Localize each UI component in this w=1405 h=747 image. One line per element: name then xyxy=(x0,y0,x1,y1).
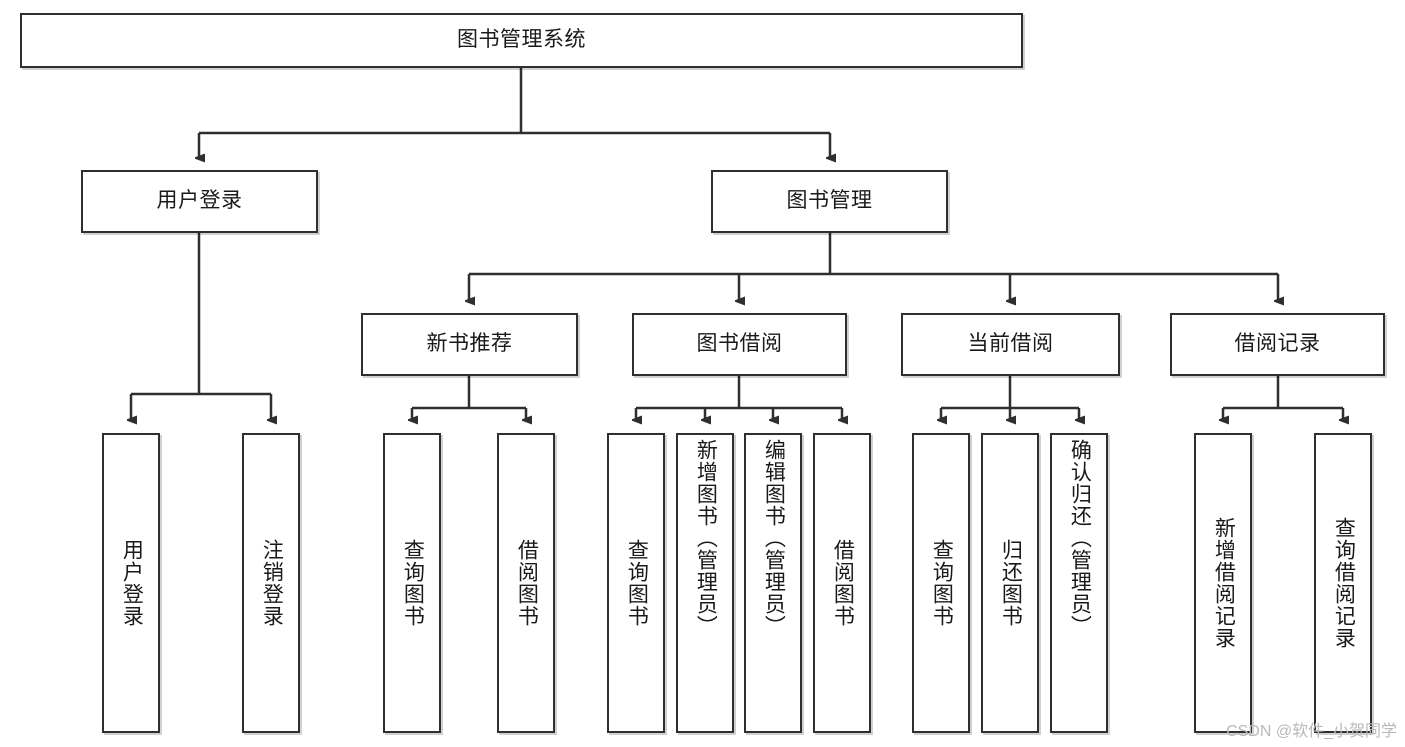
leaf-logout[interactable]: 注销登录 xyxy=(242,433,300,733)
node-label: 图书管理 xyxy=(786,189,873,213)
node-root-book-management-system[interactable]: 图书管理系统 xyxy=(20,13,1023,68)
node-label: 新增图书（管理员） xyxy=(694,439,718,637)
node-user-login[interactable]: 用户登录 xyxy=(81,170,318,233)
node-new-book-recommendation[interactable]: 新书推荐 xyxy=(361,313,578,376)
node-label: 查询图书 xyxy=(401,539,425,627)
node-book-management[interactable]: 图书管理 xyxy=(711,170,948,233)
node-label: 图书管理系统 xyxy=(457,28,586,52)
node-label: 查询图书 xyxy=(930,539,954,627)
leaf-query-book-current[interactable]: 查询图书 xyxy=(912,433,970,733)
leaf-edit-book-admin[interactable]: 编辑图书（管理员） xyxy=(744,433,802,733)
node-label: 当前借阅 xyxy=(967,332,1054,356)
leaf-query-borrow-record[interactable]: 查询借阅记录 xyxy=(1314,433,1372,733)
leaf-query-book-borrowing[interactable]: 查询图书 xyxy=(607,433,665,733)
node-label: 借阅图书 xyxy=(515,539,539,627)
node-borrowing-record[interactable]: 借阅记录 xyxy=(1170,313,1385,376)
leaf-add-book-admin[interactable]: 新增图书（管理员） xyxy=(676,433,734,733)
node-label: 借阅图书 xyxy=(831,539,855,627)
node-label: 编辑图书（管理员） xyxy=(762,439,786,637)
node-label: 用户登录 xyxy=(120,539,144,627)
node-label: 查询借阅记录 xyxy=(1332,517,1356,649)
leaf-borrow-book-new-rec[interactable]: 借阅图书 xyxy=(497,433,555,733)
node-current-borrowing[interactable]: 当前借阅 xyxy=(901,313,1120,376)
leaf-return-book[interactable]: 归还图书 xyxy=(981,433,1039,733)
node-label: 归还图书 xyxy=(999,539,1023,627)
node-label: 确认归还（管理员） xyxy=(1068,439,1092,637)
node-book-borrowing[interactable]: 图书借阅 xyxy=(632,313,847,376)
node-label: 新书推荐 xyxy=(426,332,513,356)
node-label: 用户登录 xyxy=(156,189,243,213)
node-label: 图书借阅 xyxy=(696,332,783,356)
leaf-confirm-return-admin[interactable]: 确认归还（管理员） xyxy=(1050,433,1108,733)
node-label: 新增借阅记录 xyxy=(1212,517,1236,649)
watermark-text: CSDN @软件_小贺同学 xyxy=(1226,723,1397,740)
node-label: 查询图书 xyxy=(625,539,649,627)
leaf-add-borrow-record[interactable]: 新增借阅记录 xyxy=(1194,433,1252,733)
node-label: 借阅记录 xyxy=(1234,332,1321,356)
node-label: 注销登录 xyxy=(260,539,284,627)
leaf-borrow-book-borrowing[interactable]: 借阅图书 xyxy=(813,433,871,733)
leaf-user-login[interactable]: 用户登录 xyxy=(102,433,160,733)
leaf-query-book-new-rec[interactable]: 查询图书 xyxy=(383,433,441,733)
